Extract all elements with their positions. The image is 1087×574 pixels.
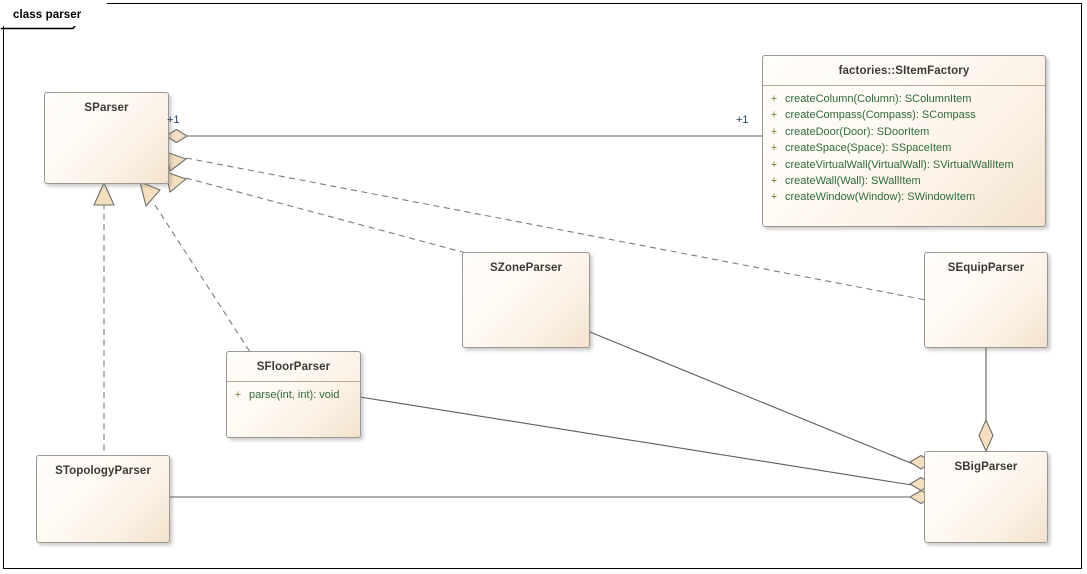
multiplicity-source: +1 [167, 114, 180, 126]
class-name-sparser: SParser [84, 102, 129, 114]
member-visibility: + [770, 93, 778, 105]
realization-triangle-stopology [93, 181, 115, 206]
multiplicity-target: +1 [736, 114, 749, 126]
member-signature: createCompass(Compass): SCompass [785, 109, 976, 122]
member-signature: parse(int, int): void [249, 389, 340, 401]
class-name-sequip: SEquipParser [947, 262, 1025, 274]
member-row: + createWindow(Window): SWindowItem [763, 189, 1045, 205]
connector-sfloor-sbig [359, 396, 919, 487]
member-signature: createColumn(Column): SColumnItem [785, 93, 972, 105]
member-signature: createVirtualWall(VirtualWall): SVirtual… [785, 158, 1014, 171]
member-signature: createDoor(Door): SDoorItem [785, 125, 930, 138]
member-list-item-factory: + createColumn(Column): SColumnItem + cr… [763, 86, 1045, 212]
class-name-sbig: SBigParser [954, 461, 1018, 473]
class-name-stopology: STopologyParser [55, 465, 151, 477]
member-list-sfloor: + parse(int, int): void [227, 382, 360, 409]
member-visibility: + [770, 109, 778, 122]
frame-tab-shape [0, 3, 93, 30]
member-row: + createSpace(Space): SSpaceItem [763, 140, 1045, 156]
class-name-sfloor: SFloorParser [227, 352, 360, 382]
class-name-szone: SZoneParser [489, 262, 563, 274]
member-signature: createWall(Wall): SWallItem [785, 175, 921, 188]
aggregation-diamond-itemfactory [164, 128, 189, 144]
frame-tab-label[interactable]: class parser [3, 3, 108, 26]
member-visibility: + [770, 158, 778, 171]
class-node-sfloor[interactable]: SFloorParser + parse(int, int): void [226, 351, 361, 438]
connector-szone-sparser [185, 177, 467, 254]
member-visibility: + [770, 125, 778, 138]
member-visibility: + [770, 142, 778, 155]
class-node-stopology[interactable]: STopologyParser [36, 455, 170, 543]
realization-triangle-sfloor [139, 181, 161, 208]
class-node-sbig[interactable]: SBigParser [924, 451, 1048, 543]
member-row: + parse(int, int): void [227, 387, 360, 403]
member-visibility: + [234, 389, 242, 401]
member-row: + createDoor(Door): SDoorItem [763, 124, 1045, 140]
realization-triangle-szone [165, 171, 188, 194]
member-signature: createWindow(Window): SWindowItem [785, 191, 976, 204]
member-row: + createWall(Wall): SWallItem [763, 173, 1045, 189]
member-signature: createSpace(Space): SSpaceItem [785, 142, 952, 155]
class-node-sparser[interactable]: SParser [44, 92, 169, 184]
member-row: + createColumn(Column): SColumnItem [763, 91, 1045, 107]
aggregation-diamond-sequip-sbig [978, 418, 994, 453]
member-visibility: + [770, 175, 778, 188]
member-row: + createVirtualWall(VirtualWall): SVirtu… [763, 157, 1045, 173]
connector-sfloor-sparser [154, 204, 251, 353]
class-name-item-factory: factories::SItemFactory [763, 56, 1045, 86]
connector-szone-sbig [589, 331, 919, 467]
class-node-item-factory[interactable]: factories::SItemFactory + createColumn(C… [762, 55, 1046, 227]
realization-triangle-sequip [165, 151, 188, 172]
member-visibility: + [770, 191, 778, 204]
member-row: + createCompass(Compass): SCompass [763, 107, 1045, 123]
class-node-szone[interactable]: SZoneParser [462, 252, 590, 348]
class-node-sequip[interactable]: SEquipParser [924, 252, 1048, 348]
